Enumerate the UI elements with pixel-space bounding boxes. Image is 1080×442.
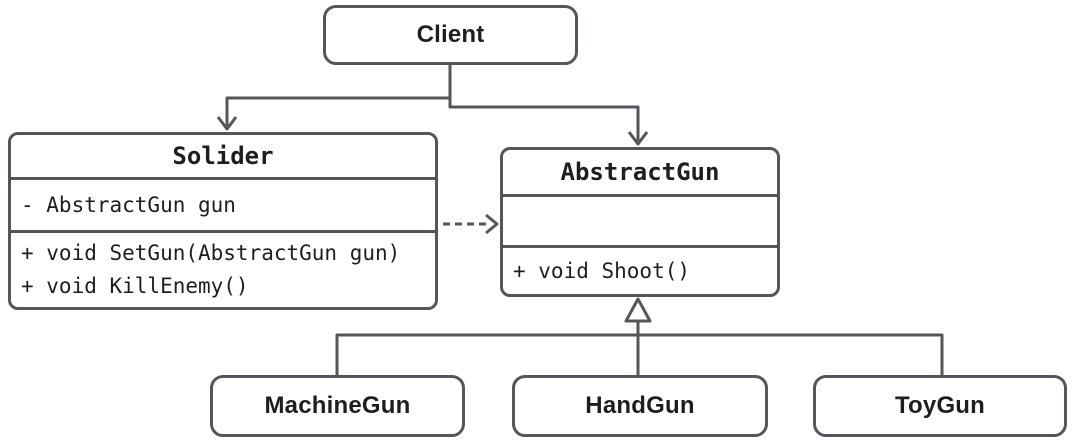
method-line: + void KillEnemy()	[21, 274, 249, 298]
method-line: + void Shoot()	[513, 258, 691, 283]
node-solider-fields: - AbstractGun gun	[11, 180, 435, 233]
node-solider: Solider - AbstractGun gun + void SetGun(…	[8, 132, 438, 310]
edge-client-to-solider	[225, 65, 452, 126]
node-machinegun-label: MachineGun	[264, 392, 411, 419]
node-handgun: HandGun	[512, 375, 768, 437]
node-toygun: ToyGun	[813, 375, 1067, 437]
arrowhead-down-icon	[627, 131, 649, 146]
node-toygun-label: ToyGun	[894, 392, 986, 419]
node-solider-methods: + void SetGun(AbstractGun gun) + void Ki…	[11, 233, 435, 307]
node-client: Client	[323, 5, 578, 65]
node-solider-title: Solider	[11, 135, 435, 180]
field-line: - AbstractGun gun	[21, 192, 236, 217]
node-handgun-label: HandGun	[585, 392, 695, 419]
node-client-label: Client	[416, 21, 485, 48]
generalization-triangle-icon	[624, 297, 652, 323]
edge-client-to-abstractgun	[448, 65, 640, 141]
arrowhead-down-icon	[216, 116, 238, 131]
method-line: + void SetGun(AbstractGun gun)	[21, 241, 401, 265]
node-abstractgun-methods: + void Shoot()	[503, 248, 777, 294]
node-abstractgun-title: AbstractGun	[503, 150, 777, 197]
node-machinegun: MachineGun	[210, 375, 465, 437]
node-abstractgun-fields	[503, 197, 777, 248]
node-abstractgun: AbstractGun + void Shoot()	[500, 147, 780, 297]
arrowhead-right-icon	[485, 213, 499, 235]
